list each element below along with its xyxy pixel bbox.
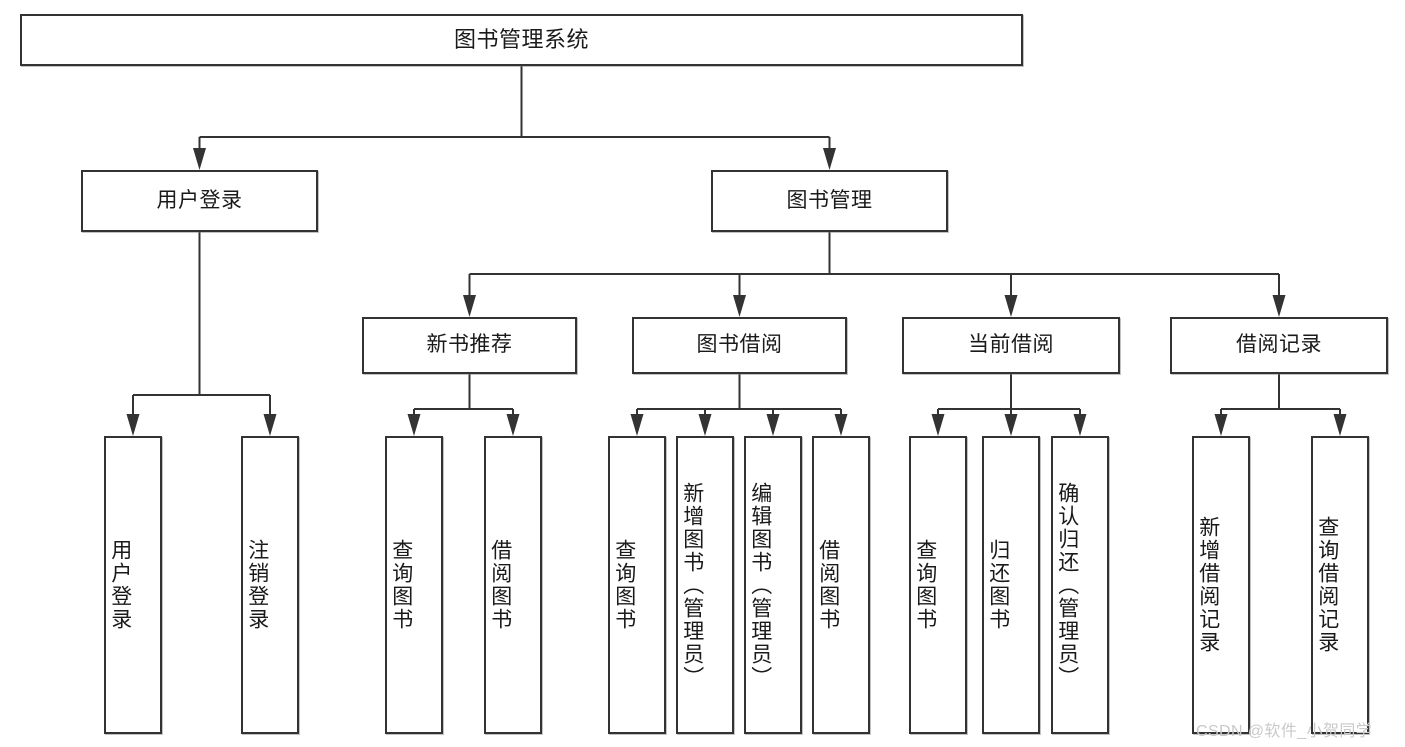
- arrowhead-icon: [193, 148, 206, 170]
- arrowhead-icon: [834, 414, 848, 436]
- node-l2-borrow[interactable]: 图书借阅: [632, 317, 847, 374]
- arrowhead-icon: [766, 414, 780, 436]
- node-label: 用户登录: [156, 188, 243, 212]
- arrowhead-icon: [463, 295, 476, 317]
- node-label: 借阅记录: [1236, 333, 1322, 357]
- node-l1-book[interactable]: 图书管理: [711, 170, 948, 232]
- node-l3-d3[interactable]: 确认归还（管理员）: [1051, 436, 1109, 734]
- node-label: 新增图书（管理员）: [680, 481, 704, 689]
- arrowhead-icon: [407, 414, 421, 436]
- node-label: 借阅图书: [816, 539, 840, 631]
- node-l1-login[interactable]: 用户登录: [81, 170, 318, 232]
- node-l3-c1[interactable]: 查询图书: [608, 436, 666, 734]
- arrowhead-icon: [1214, 414, 1228, 436]
- arrowhead-icon: [1272, 295, 1286, 317]
- node-l3-a1[interactable]: 用户登录: [104, 436, 162, 734]
- node-label: 用户登录: [108, 539, 132, 631]
- node-label: 注销登录: [245, 539, 269, 631]
- node-l3-c3[interactable]: 编辑图书（管理员）: [744, 436, 802, 734]
- node-l2-current[interactable]: 当前借阅: [902, 317, 1120, 374]
- arrowhead-icon: [823, 148, 836, 170]
- node-label: 新书推荐: [426, 333, 513, 357]
- node-label: 图书管理系统: [453, 27, 589, 53]
- node-label: 编辑图书（管理员）: [748, 481, 772, 689]
- node-label: 图书管理: [786, 188, 873, 212]
- node-label: 查询借阅记录: [1315, 516, 1339, 654]
- node-l2-record[interactable]: 借阅记录: [1170, 317, 1388, 374]
- node-l2-new[interactable]: 新书推荐: [362, 317, 577, 374]
- arrowhead-icon: [630, 414, 644, 436]
- watermark-label: CSDN @软件_小贺同学: [1196, 723, 1373, 740]
- node-label: 查询图书: [913, 539, 937, 631]
- node-l3-e2[interactable]: 查询借阅记录: [1311, 436, 1369, 734]
- node-label: 确认归还（管理员）: [1055, 481, 1079, 689]
- arrowhead-icon: [1333, 414, 1347, 436]
- node-l3-d2[interactable]: 归还图书: [982, 436, 1040, 734]
- node-l3-c2[interactable]: 新增图书（管理员）: [676, 436, 734, 734]
- node-label: 查询图书: [389, 539, 413, 631]
- node-label: 归还图书: [986, 539, 1010, 631]
- node-l3-b1[interactable]: 查询图书: [385, 436, 443, 734]
- node-root[interactable]: 图书管理系统: [20, 14, 1023, 66]
- node-l3-b2[interactable]: 借阅图书: [484, 436, 542, 734]
- arrowhead-icon: [733, 295, 746, 317]
- arrowhead-icon: [1004, 295, 1018, 317]
- node-l3-c4[interactable]: 借阅图书: [812, 436, 870, 734]
- arrowhead-icon: [506, 414, 520, 436]
- arrowhead-icon: [698, 414, 712, 436]
- node-label: 借阅图书: [488, 539, 512, 631]
- node-label: 新增借阅记录: [1196, 516, 1220, 654]
- node-label: 当前借阅: [968, 333, 1054, 357]
- arrowhead-icon: [263, 414, 277, 436]
- node-l3-a2[interactable]: 注销登录: [241, 436, 299, 734]
- arrowhead-icon: [931, 414, 945, 436]
- arrowhead-icon: [1004, 414, 1018, 436]
- node-l3-e1[interactable]: 新增借阅记录: [1192, 436, 1250, 734]
- node-label: 图书借阅: [696, 333, 783, 357]
- node-l3-d1[interactable]: 查询图书: [909, 436, 967, 734]
- arrowhead-icon: [126, 414, 140, 436]
- arrowhead-icon: [1073, 414, 1087, 436]
- node-label: 查询图书: [612, 539, 636, 631]
